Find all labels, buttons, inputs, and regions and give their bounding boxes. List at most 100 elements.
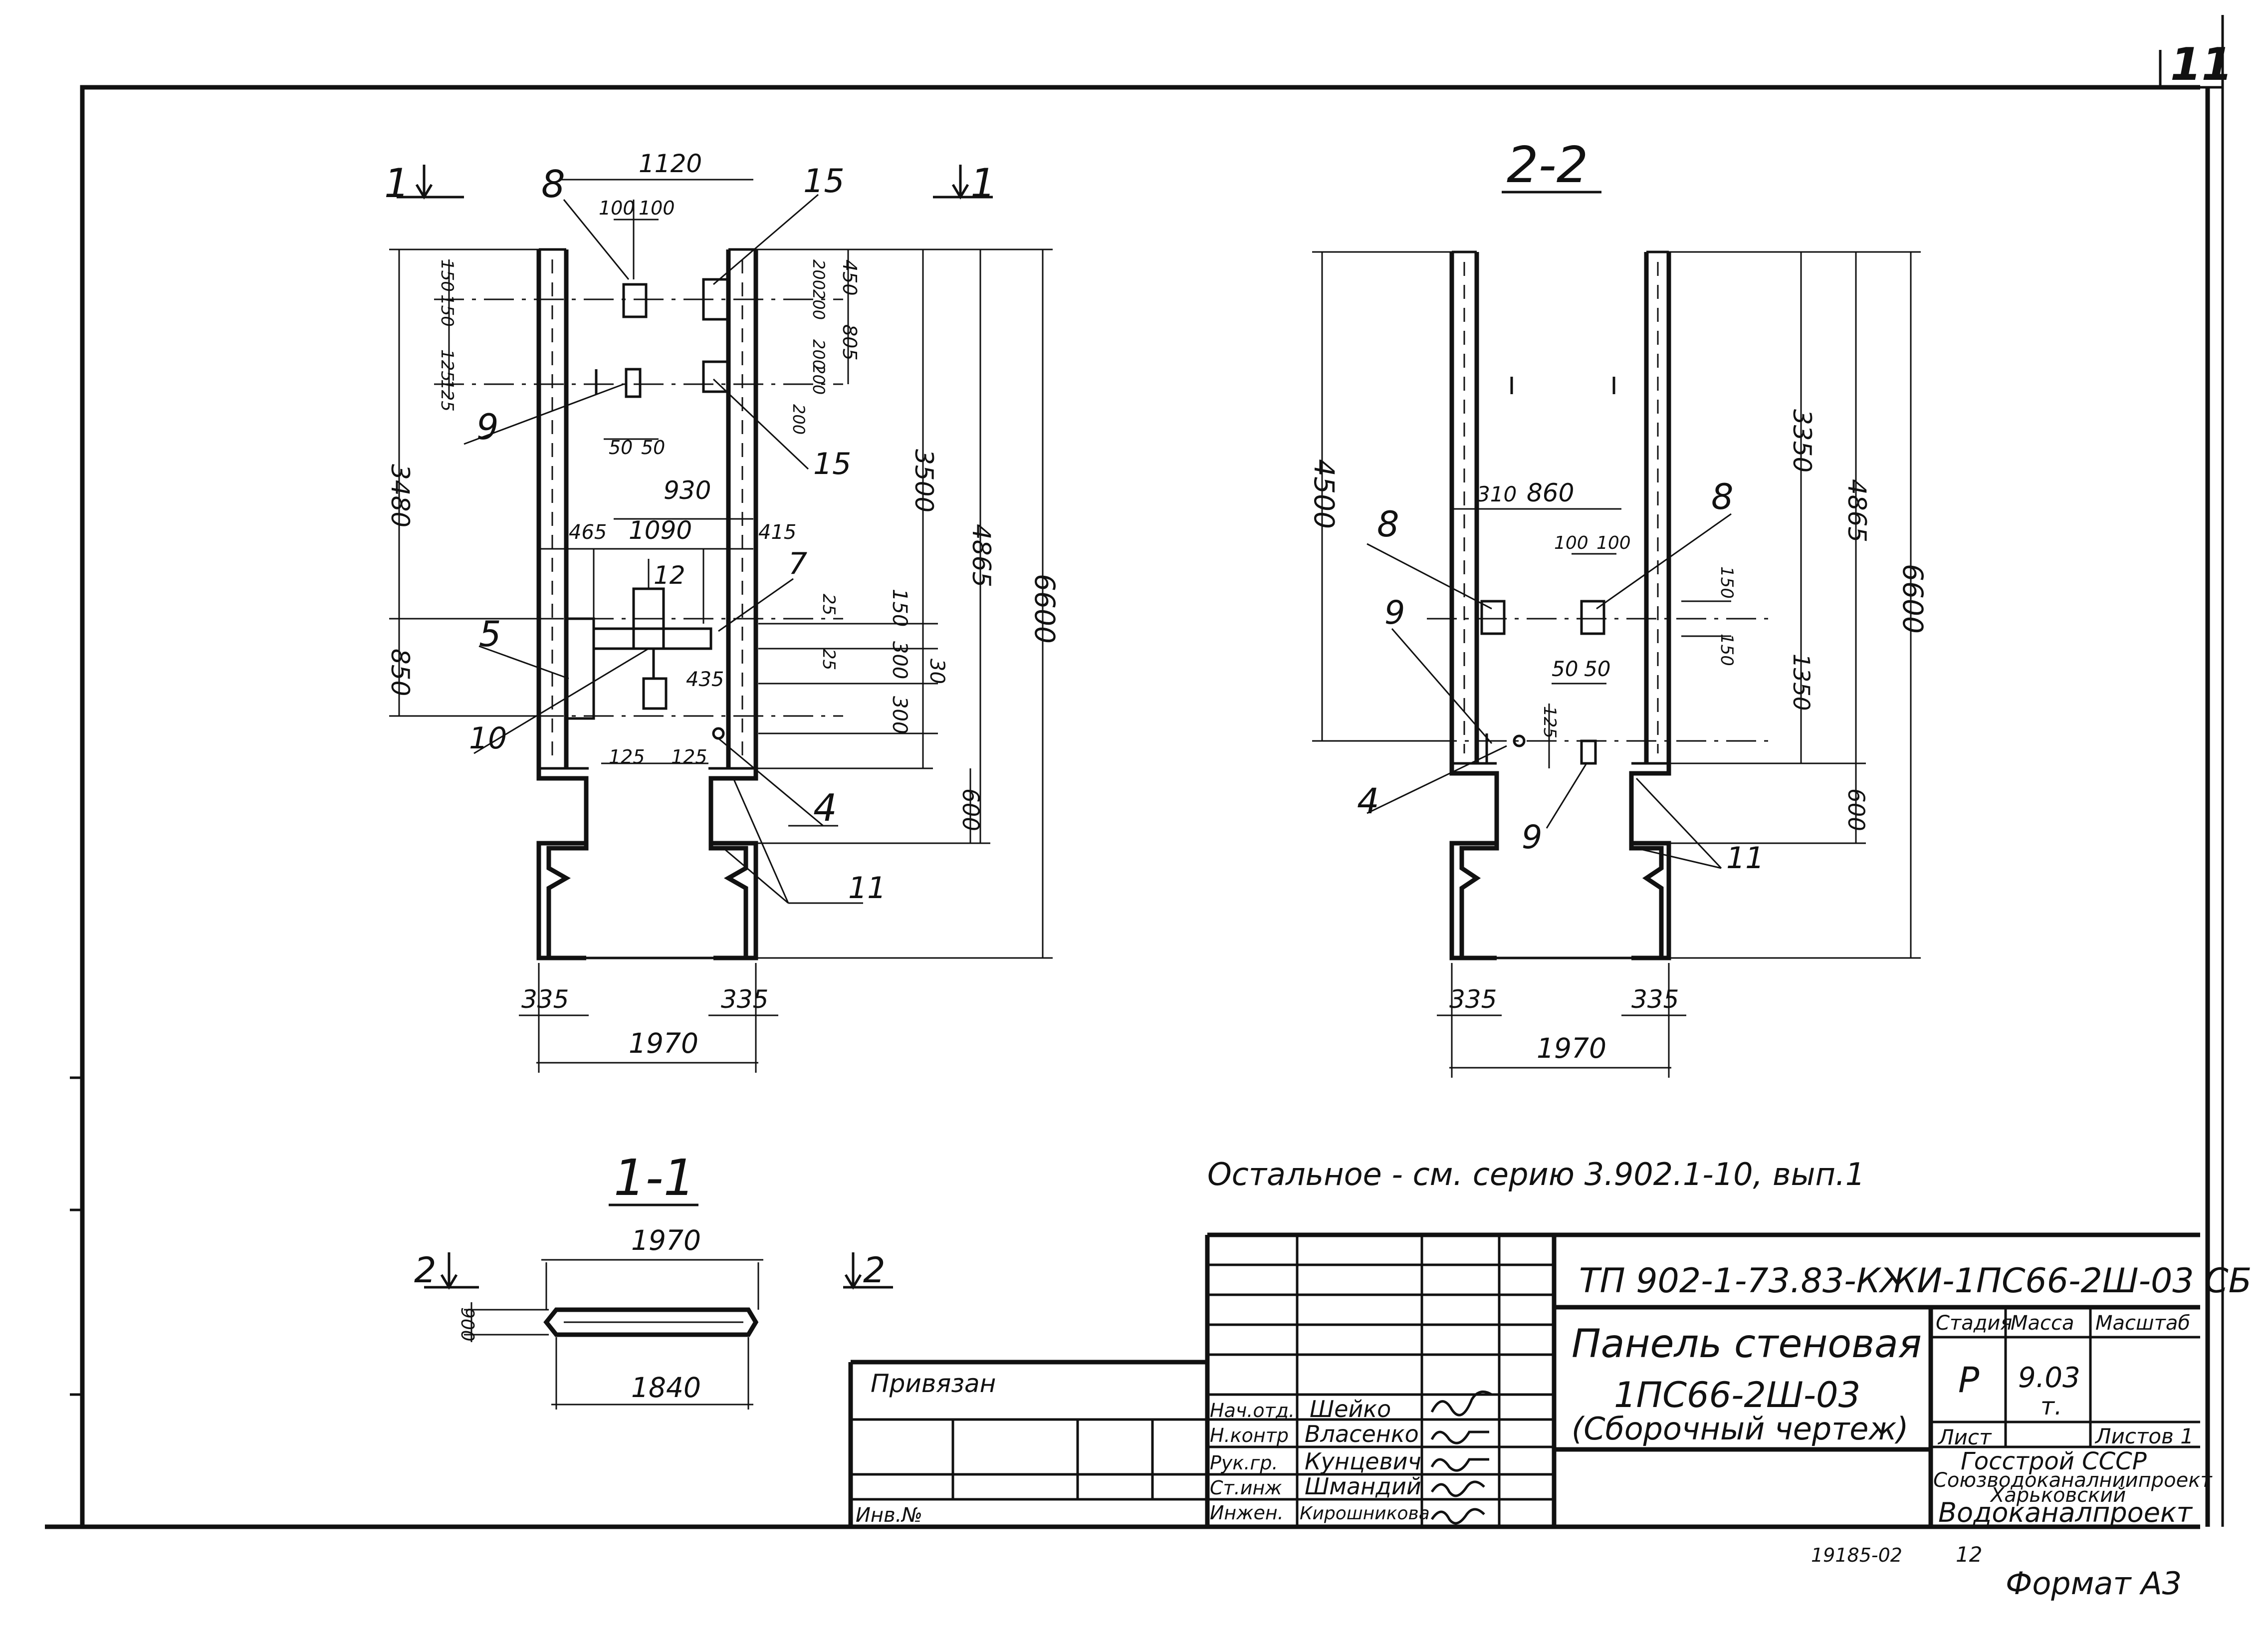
s11-dim-1840: 1840 bbox=[631, 1372, 701, 1404]
dim-200d: 200 bbox=[809, 364, 828, 395]
section-1-1-title: 1-1 bbox=[614, 1149, 695, 1207]
signature-scribble-2 bbox=[1430, 1430, 1489, 1444]
bound-label: Привязан bbox=[871, 1369, 996, 1398]
dim-125d: 125 bbox=[671, 746, 707, 768]
callout-9: 9 bbox=[476, 407, 499, 448]
org-line1: Госстрой СССР bbox=[1961, 1447, 2147, 1475]
section-1-1-marker-left: 2 bbox=[414, 1250, 437, 1291]
front-view: 1 1 bbox=[384, 149, 1061, 1073]
s22-callout-8a: 8 bbox=[1377, 504, 1399, 545]
dim-3480: 3480 bbox=[386, 464, 415, 527]
sig-name-2: Власенко bbox=[1305, 1420, 1419, 1447]
dim-465: 465 bbox=[569, 521, 607, 544]
dim-50a: 50 bbox=[609, 437, 633, 459]
s22-dim-600: 600 bbox=[1843, 788, 1869, 831]
dim-1970: 1970 bbox=[629, 1027, 698, 1059]
s22-dim-4500: 4500 bbox=[1308, 459, 1340, 529]
signature-scribble-5 bbox=[1430, 1508, 1485, 1525]
sig-role-5: Инжен. bbox=[1210, 1502, 1284, 1524]
dim-6600: 6600 bbox=[1029, 574, 1061, 644]
signature-scribble-3 bbox=[1430, 1458, 1489, 1472]
section-marker-right-label: 1 bbox=[970, 160, 996, 207]
s22-dim-4865: 4865 bbox=[1842, 479, 1871, 542]
sig-name-4: Шмандий bbox=[1305, 1473, 1421, 1500]
doc-code: ТП 902-1-73.83-КЖИ-1ПС66-2Ш-03 СБ bbox=[1579, 1261, 2252, 1301]
name-line2: 1ПС66-2Ш-03 bbox=[1614, 1375, 1860, 1415]
dim-150a: 150 bbox=[437, 259, 457, 292]
sheets-label: Листов 1 bbox=[2094, 1424, 2194, 1448]
bar-7 bbox=[592, 627, 712, 650]
dim-805: 805 bbox=[839, 324, 861, 361]
s22-callout-9b: 9 bbox=[1522, 819, 1542, 856]
callout-11: 11 bbox=[848, 871, 886, 906]
sheet-label: Лист bbox=[1937, 1425, 1992, 1449]
callout-15a: 15 bbox=[803, 163, 845, 200]
dim-335a: 335 bbox=[521, 985, 569, 1014]
s22-dim-335a: 335 bbox=[1449, 985, 1497, 1014]
sig-name-1: Шейко bbox=[1310, 1396, 1391, 1422]
dim-3500: 3500 bbox=[909, 449, 938, 512]
dim-450: 450 bbox=[839, 259, 861, 296]
dim-300a: 300 bbox=[888, 641, 911, 679]
general-note: Остальное - см. серию 3.902.1-10, вып.1 bbox=[1207, 1156, 1865, 1192]
s22-dim-100b: 100 bbox=[1596, 533, 1631, 553]
section-1-1: 1-1 2 2 1970 1840 900 bbox=[414, 1149, 893, 1410]
org-line3: Харьковский bbox=[1990, 1484, 2126, 1507]
sig-role-4: Ст.инж bbox=[1210, 1477, 1282, 1499]
signature-scribble-4 bbox=[1430, 1480, 1485, 1497]
dim-300b: 300 bbox=[888, 696, 911, 734]
inv-label: Инв.№ bbox=[856, 1504, 922, 1527]
dim-125b: 125 bbox=[437, 379, 457, 412]
dim-200c: 200 bbox=[809, 339, 828, 370]
callout-10: 10 bbox=[469, 721, 507, 756]
s22-embed-8b bbox=[1580, 600, 1605, 635]
callout-4: 4 bbox=[813, 786, 837, 830]
s22-dim-1350: 1350 bbox=[1788, 654, 1814, 711]
s22-dim-3350: 3350 bbox=[1788, 409, 1816, 472]
dim-415: 415 bbox=[758, 521, 796, 544]
section-2-2-outline bbox=[1449, 250, 1671, 960]
dim-125a: 125 bbox=[437, 349, 457, 382]
stage-value: Р bbox=[1958, 1360, 1980, 1401]
page-number: 11 bbox=[2170, 38, 2233, 91]
mass-value: 9.03 bbox=[2018, 1362, 2080, 1394]
s22-callout-8b: 8 bbox=[1711, 476, 1734, 517]
archive-number: 19185-02 bbox=[1811, 1544, 1902, 1566]
dim-600: 600 bbox=[957, 788, 984, 831]
section-2-2-title: 2-2 bbox=[1507, 136, 1588, 194]
dim-850: 850 bbox=[386, 649, 415, 696]
s22-embed-9 bbox=[1580, 739, 1597, 765]
signature-scribble-1 bbox=[1430, 1390, 1493, 1416]
sig-name-3: Кунцевич bbox=[1305, 1448, 1421, 1475]
embed-5 bbox=[565, 617, 595, 720]
dim-100b: 100 bbox=[639, 197, 675, 219]
name-line1: Панель стеновая bbox=[1572, 1322, 1922, 1367]
org-line2: Союзводоканалниипроект bbox=[1933, 1469, 2213, 1492]
title-block: Привязан Инв.№ ТП 902-1-73.83-КЖИ-1ПС66-… bbox=[848, 1232, 2252, 1528]
s22-callout-11: 11 bbox=[1726, 841, 1764, 876]
stage-header: Стадия bbox=[1936, 1312, 2012, 1335]
dim-4865: 4865 bbox=[967, 524, 996, 587]
s22-dim-860: 860 bbox=[1527, 478, 1574, 507]
embed-15b bbox=[702, 360, 730, 393]
s22-dim-310: 310 bbox=[1477, 482, 1517, 506]
sig-name-5: Кирошникова bbox=[1300, 1503, 1430, 1524]
sig-role-3: Рук.гр. bbox=[1210, 1452, 1278, 1474]
section-marker-left-label: 1 bbox=[384, 160, 410, 207]
s11-dim-900: 900 bbox=[457, 1307, 477, 1342]
s22-dim-50b: 50 bbox=[1584, 657, 1610, 681]
section-1-1-marker-right: 2 bbox=[863, 1250, 886, 1291]
dim-200b: 200 bbox=[809, 289, 828, 320]
dim-50b: 50 bbox=[641, 437, 665, 459]
s22-dim-50a: 50 bbox=[1552, 657, 1578, 681]
dim-125c: 125 bbox=[609, 746, 645, 768]
s22-embed-8a bbox=[1480, 600, 1506, 635]
sheet-frame bbox=[45, 15, 2224, 1529]
callout-12: 12 bbox=[654, 561, 685, 590]
section-marker-left bbox=[397, 165, 464, 200]
embed-12b bbox=[642, 677, 668, 710]
dim-30: 30 bbox=[925, 659, 948, 684]
embed-8 bbox=[622, 283, 648, 318]
section-2-2: 2-2 450 bbox=[1308, 136, 1929, 1078]
